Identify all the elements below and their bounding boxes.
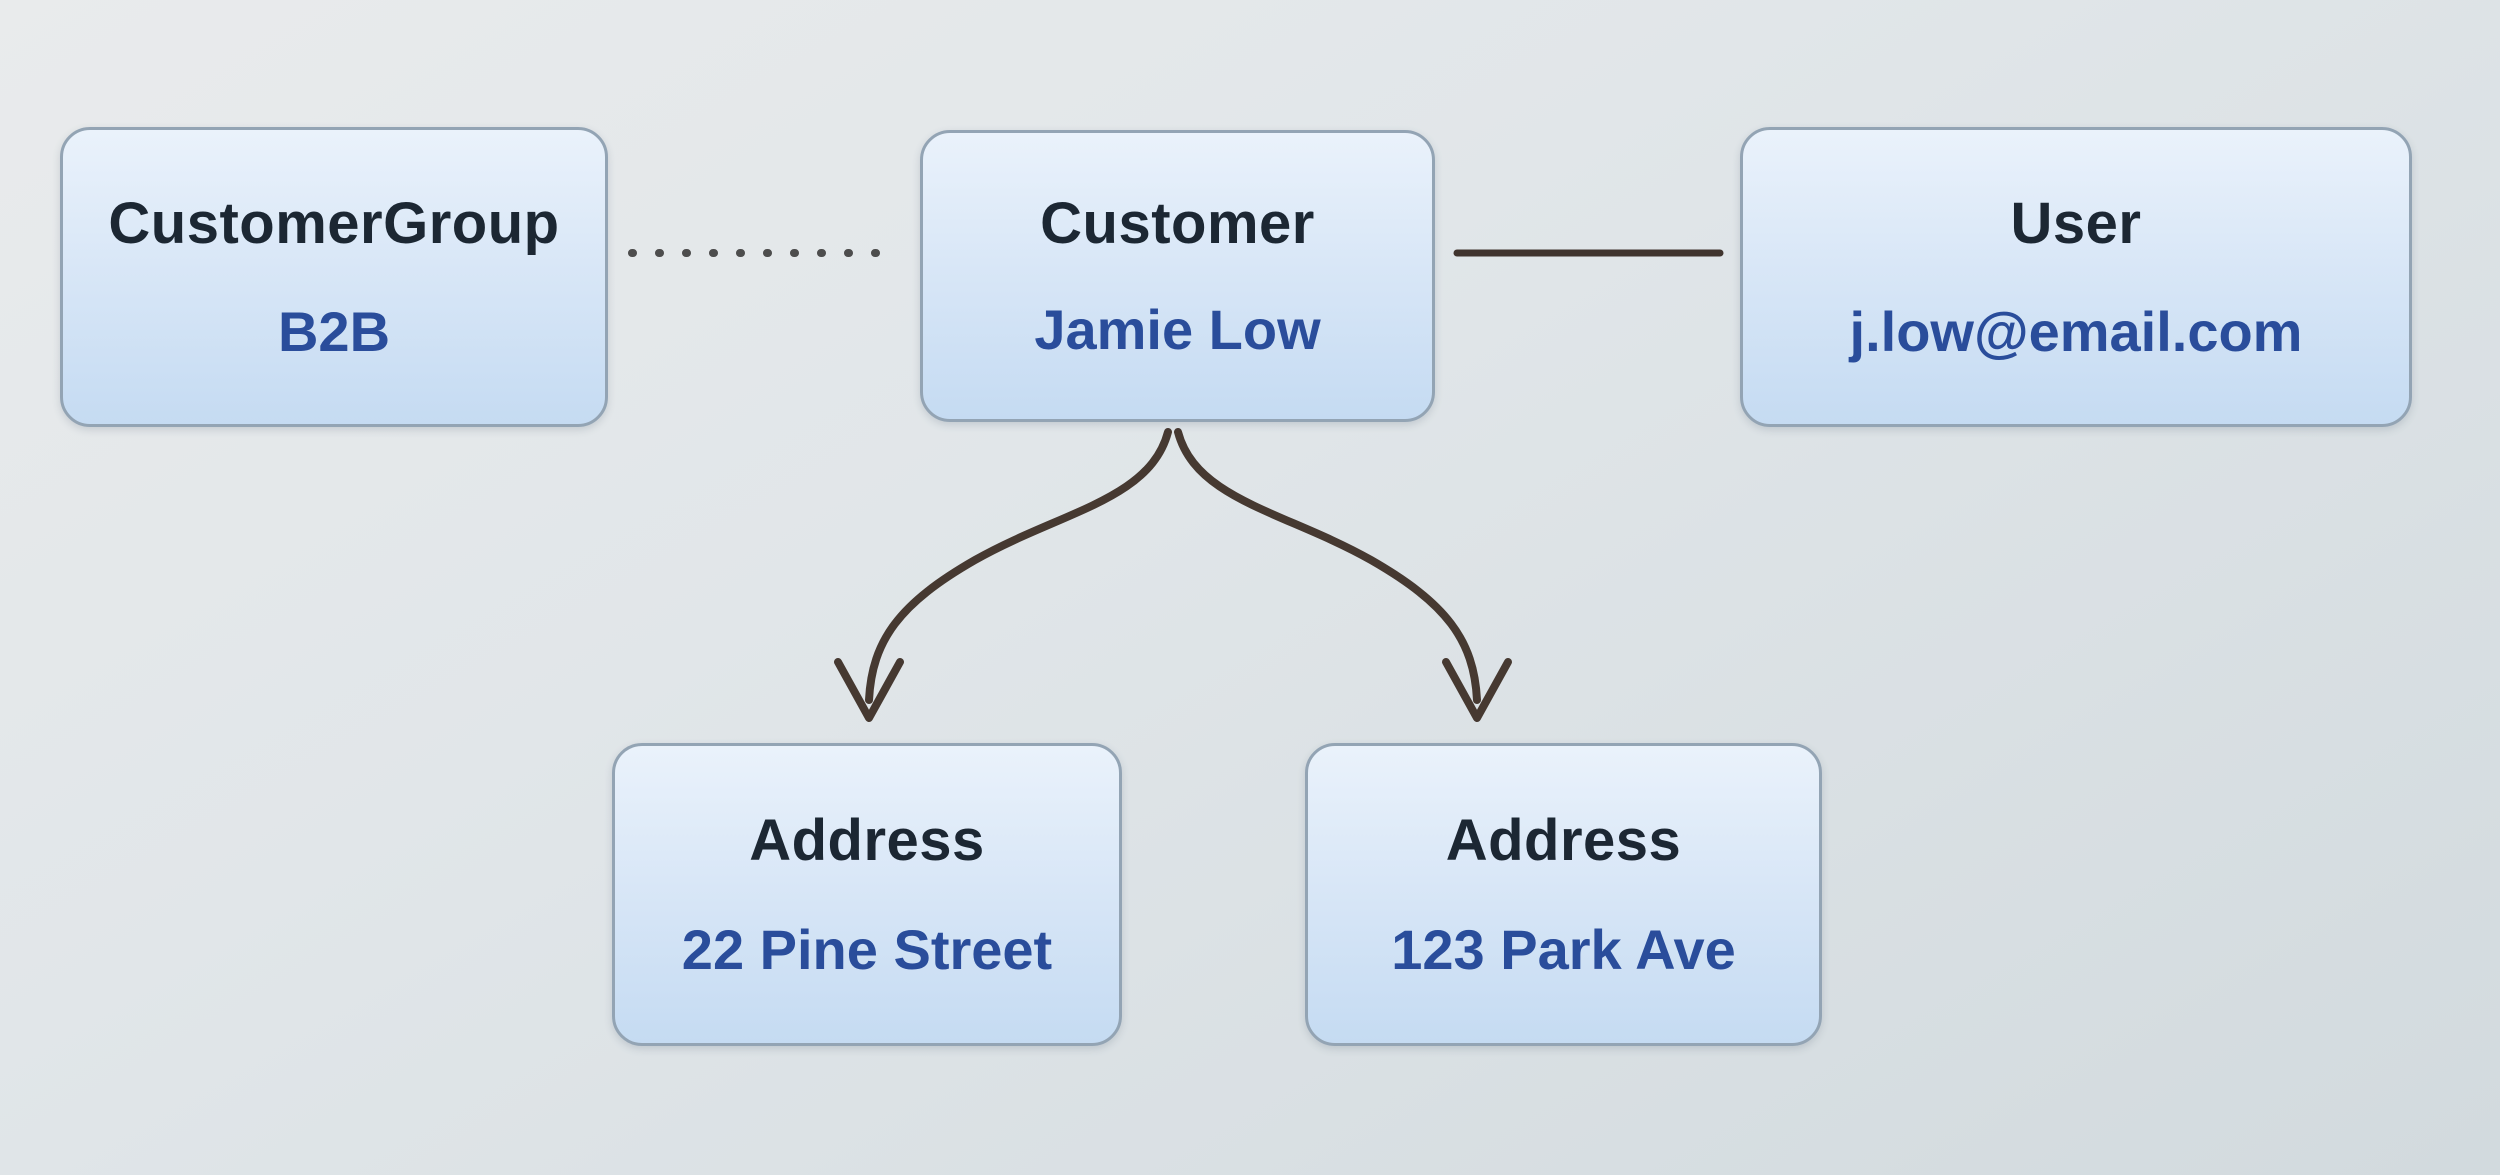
edge-customer-address1-arrowhead xyxy=(834,658,904,722)
node-address-1: Address 22 Pine Street xyxy=(612,743,1122,1046)
node-title: Customer xyxy=(1040,191,1315,257)
node-customer: Customer Jamie Low xyxy=(920,130,1435,422)
node-title: User xyxy=(2010,191,2142,256)
node-title: CustomerGroup xyxy=(108,191,560,256)
node-user: User j.low@email.com xyxy=(1740,127,2412,427)
node-value: 123 Park Ave xyxy=(1391,918,1736,981)
node-title: Address xyxy=(749,808,985,873)
edge-customer-address1-curve xyxy=(865,428,1172,704)
node-value: 22 Pine Street xyxy=(681,918,1053,981)
node-address-2: Address 123 Park Ave xyxy=(1305,743,1822,1046)
node-customer-group: CustomerGroup B2B xyxy=(60,127,608,427)
node-value: B2B xyxy=(277,300,391,363)
node-value: j.low@email.com xyxy=(1849,300,2303,363)
edge-customer-address2-arrowhead xyxy=(1442,658,1512,722)
node-title: Address xyxy=(1445,808,1682,873)
edge-customer-address2-curve xyxy=(1174,428,1481,704)
node-value: Jamie Low xyxy=(1034,297,1321,361)
